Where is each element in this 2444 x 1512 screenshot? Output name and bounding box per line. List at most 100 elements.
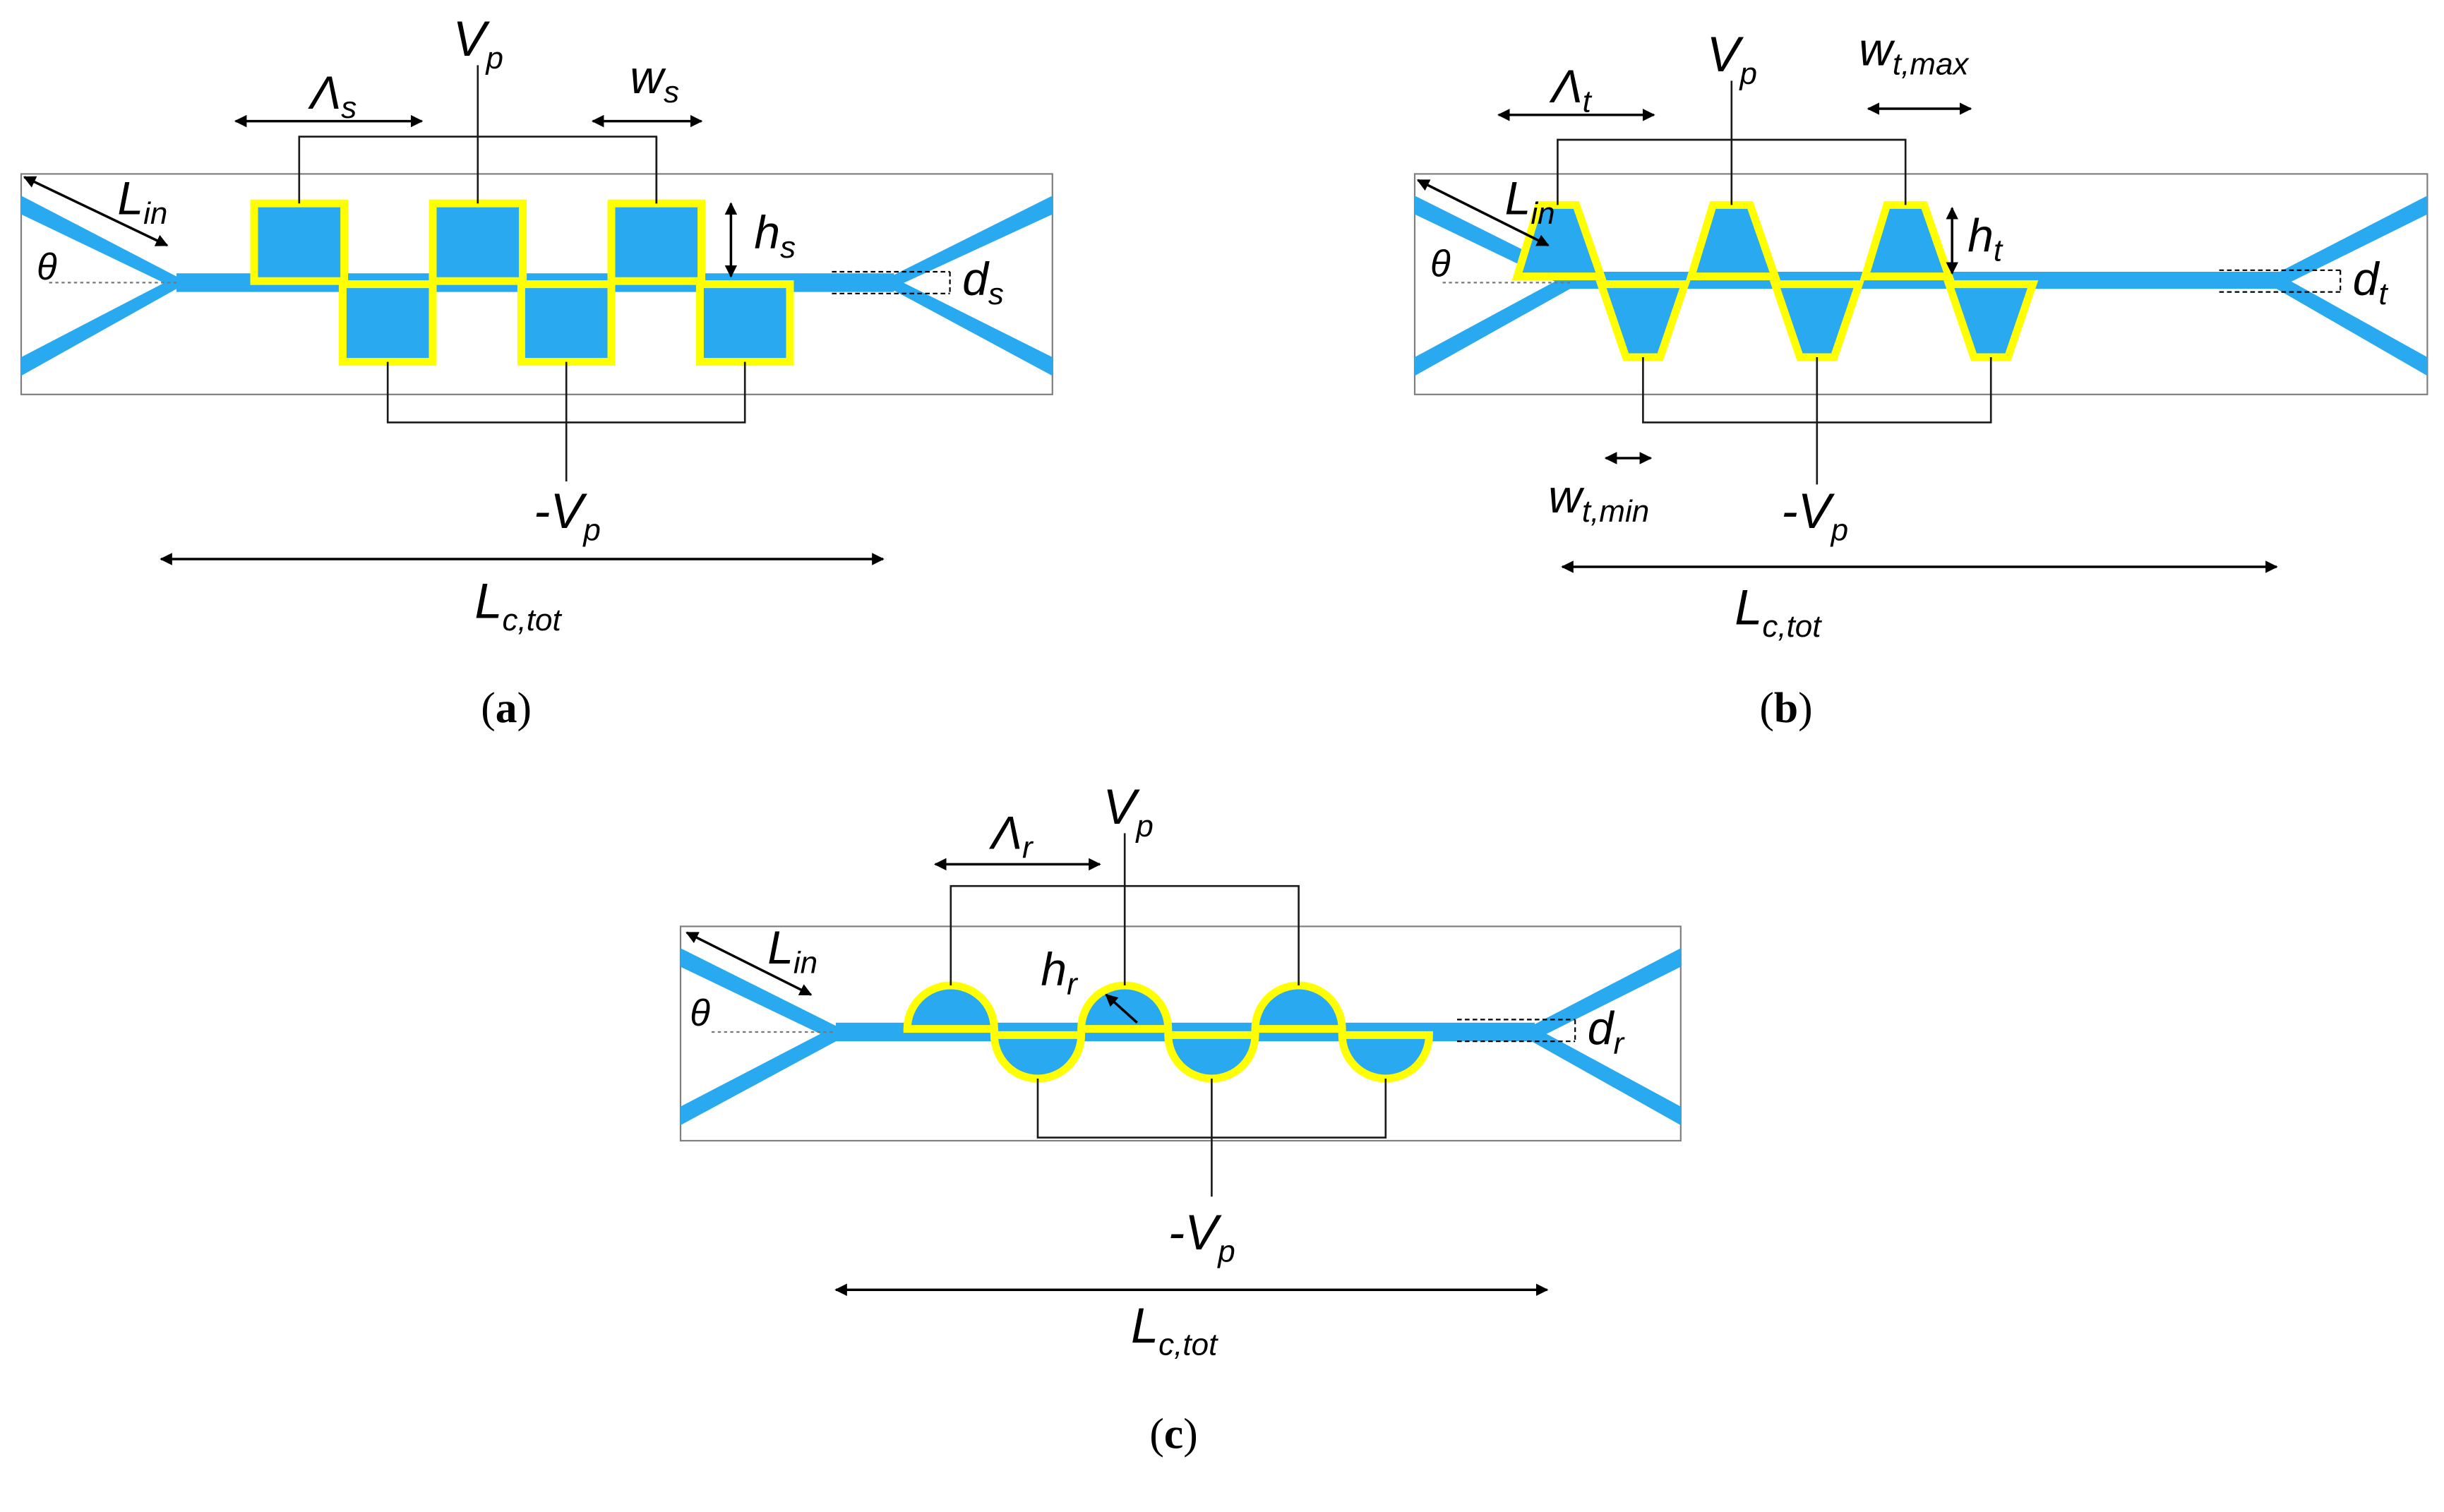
neg-vp-label: -V [534, 483, 587, 539]
svg-text:Lc,tot: Lc,tot [1735, 579, 1822, 644]
width-max-sub: t,max [1893, 47, 1970, 82]
vp-sub: p [1134, 809, 1153, 844]
gap-sub: s [988, 277, 1004, 311]
svg-text:-Vp: -Vp [1168, 1204, 1235, 1269]
height-sub: t [1994, 234, 2003, 268]
vp-wiring [1557, 80, 1992, 485]
neg-vp-sub: p [1216, 1235, 1235, 1269]
bottom-electrodes [1595, 280, 2039, 361]
period-sub: r [1022, 831, 1034, 865]
svg-text:ws: ws [630, 51, 679, 109]
svg-text:-Vp: -Vp [1781, 483, 1848, 548]
period-sub: s [341, 90, 357, 125]
top-electrodes [250, 199, 706, 285]
lin-sub: in [143, 196, 167, 231]
svg-text:hs: hs [754, 206, 796, 265]
svg-text:dt: dt [2353, 253, 2389, 311]
vp-wiring [950, 833, 1387, 1197]
caption-close: ) [1798, 684, 1813, 732]
lin-label: L [117, 172, 143, 224]
svg-text:Λt: Λt [1549, 60, 1593, 119]
panel-b: Λt Vp wt,max ht dt Lin θ wt,min -Vp Lc,t… [1413, 23, 2428, 732]
svg-text:Λr: Λr [988, 806, 1034, 865]
ltot-sub: c,tot [503, 603, 563, 637]
dimension-arrows [1416, 102, 2278, 573]
height-label: h [1041, 943, 1067, 995]
caption-open: ( [1759, 684, 1774, 732]
width-sub: s [664, 75, 679, 109]
vp-label: V [453, 11, 491, 66]
svg-text:ht: ht [1967, 209, 2003, 268]
gap-label: d [2353, 253, 2380, 305]
gap-sub: t [2379, 277, 2389, 311]
period-label: Λ [988, 806, 1022, 858]
vp-label: V [1103, 779, 1140, 834]
svg-text:hr: hr [1041, 943, 1079, 1002]
period-sub: t [1583, 84, 1593, 119]
bottom-electrodes [338, 280, 794, 366]
height-sub: s [780, 230, 796, 265]
height-label: h [754, 206, 780, 258]
theta-label: θ [1430, 244, 1451, 285]
gap-bracket [832, 270, 951, 294]
lin-sub: in [1531, 196, 1555, 231]
svg-text:Lin: Lin [1505, 172, 1555, 231]
svg-text:Vp: Vp [453, 11, 503, 76]
height-label: h [1967, 209, 1994, 261]
svg-text:(a): (a) [481, 684, 532, 732]
svg-text:Lin: Lin [117, 172, 167, 231]
neg-vp-label: -V [1168, 1204, 1222, 1260]
lin-label: L [1505, 172, 1531, 224]
svg-text:(c): (c) [1149, 1410, 1197, 1458]
gap-bracket [2219, 269, 2342, 293]
dimension-arrows [685, 858, 1549, 1297]
neg-vp-label: -V [1781, 483, 1835, 539]
svg-text:ds: ds [962, 253, 1004, 311]
svg-text:Λs: Λs [307, 66, 357, 125]
bottom-electrodes [990, 1031, 1433, 1083]
caption-close: ) [1183, 1410, 1198, 1458]
svg-text:-Vp: -Vp [534, 483, 601, 548]
caption-letter: a [496, 684, 517, 732]
gap-sub: r [1614, 1026, 1626, 1061]
svg-text:Vp: Vp [1707, 26, 1757, 91]
ltot-label: L [1131, 1297, 1158, 1353]
height-sub: r [1067, 967, 1079, 1002]
width-label: w [630, 51, 666, 103]
period-label: Λ [307, 66, 341, 119]
ltot-sub: c,tot [1762, 609, 1822, 644]
svg-text:Lin: Lin [767, 921, 817, 980]
theta-label: θ [690, 992, 710, 1034]
lin-sub: in [793, 945, 817, 980]
period-label: Λ [1549, 60, 1583, 112]
neg-vp-sub: p [582, 513, 600, 548]
gap-label: d [1588, 1002, 1615, 1055]
width-min-sub: t,min [1582, 494, 1649, 529]
theta-label: θ [37, 246, 57, 288]
svg-text:Lc,tot: Lc,tot [474, 573, 562, 638]
caption-letter: c [1164, 1410, 1183, 1458]
caption-open: ( [481, 684, 496, 732]
neg-vp-sub: p [1830, 513, 1848, 548]
caption-letter: b [1774, 684, 1798, 732]
top-electrodes [1511, 200, 1955, 281]
svg-text:Vp: Vp [1103, 779, 1153, 844]
svg-text:(b): (b) [1759, 684, 1812, 732]
dimension-arrows [23, 114, 885, 565]
svg-text:Lc,tot: Lc,tot [1131, 1297, 1218, 1362]
ltot-label: L [1735, 579, 1762, 635]
panel-a: Λs Vp ws hs ds Lin θ -Vp Lc,tot (a) [20, 11, 1053, 732]
vp-sub: p [1739, 56, 1757, 91]
lin-label: L [767, 921, 793, 973]
svg-text:dr: dr [1588, 1002, 1626, 1061]
top-electrodes [903, 981, 1346, 1033]
width-min-label: w [1548, 470, 1585, 522]
panel-c: Λr Vp hr dr Lin θ -Vp Lc,tot (c) [679, 779, 1682, 1458]
caption-open: ( [1149, 1410, 1164, 1458]
svg-text:wt,min: wt,min [1548, 470, 1649, 529]
vp-wiring [298, 65, 746, 482]
vp-label: V [1707, 26, 1744, 82]
caption-close: ) [517, 684, 532, 732]
vp-sub: p [485, 41, 503, 76]
